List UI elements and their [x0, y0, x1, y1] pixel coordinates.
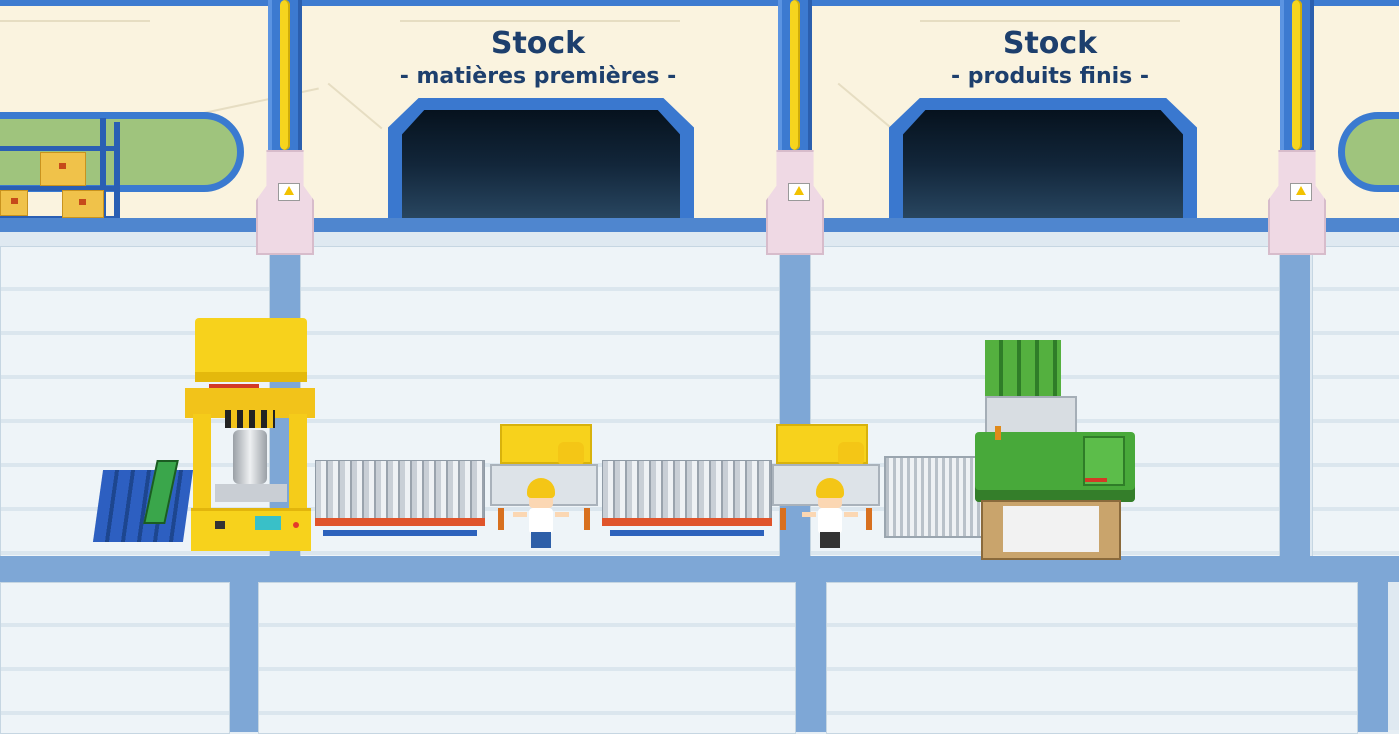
conveyor-2[interactable] — [602, 460, 772, 540]
wall-top-trim — [0, 0, 1399, 6]
crate — [0, 190, 28, 216]
finished-stock-title: Stock — [1002, 26, 1098, 61]
crate — [40, 152, 86, 186]
worker-station-2[interactable] — [802, 478, 858, 552]
finished-products-door[interactable] — [889, 98, 1197, 232]
wrapping-machine[interactable] — [975, 340, 1135, 570]
blue-pallet[interactable] — [92, 460, 194, 542]
raw-materials-door[interactable] — [388, 98, 694, 232]
crate — [62, 190, 104, 218]
wall-base-trim — [0, 218, 1399, 236]
raw-stock-title: Stock — [490, 26, 586, 61]
hydraulic-press[interactable] — [185, 318, 315, 551]
worker-station-1[interactable] — [513, 478, 569, 552]
warning-icon — [278, 183, 300, 201]
finished-stock-subtitle: - produits finis - — [950, 64, 1150, 89]
conveyor-1[interactable] — [315, 460, 485, 540]
warning-icon — [788, 183, 810, 201]
infeed-table[interactable] — [884, 456, 984, 538]
warning-icon — [1290, 183, 1312, 201]
window-right — [1338, 112, 1399, 192]
raw-stock-subtitle: - matières premières - — [399, 64, 677, 89]
